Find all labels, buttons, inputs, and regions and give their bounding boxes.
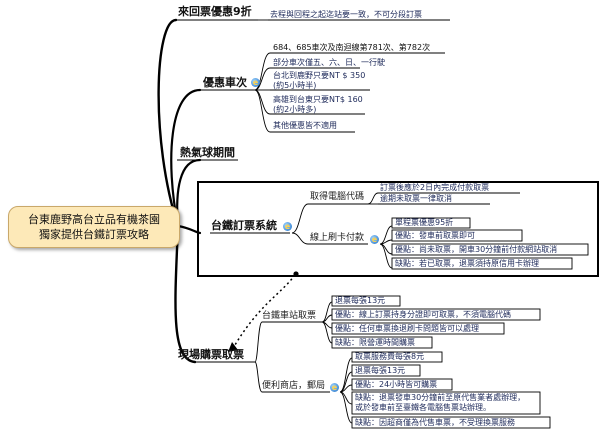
discount-item-3[interactable]: 台北到鹿野只要NT $ 350 [273,71,366,80]
discount-item-4b: (約2小時多) [273,105,317,114]
root-line-2: 獨家提供台鐵訂票攻略 [39,228,149,241]
topic-onsite-purchase[interactable]: 現場購票取票 [178,348,244,361]
booking-frame [197,181,599,277]
agent-note-1[interactable]: 訂票後應於2日內完成付款取票 [380,183,490,192]
agent-code-label[interactable]: 取得電腦代碼 [310,192,365,202]
station-item-2[interactable]: 優點：線上訂票持身分證即可取票，不須電腦代碼 [335,310,511,319]
store-item-1[interactable]: 取票服務費每張8元 [355,352,425,361]
station-item-4[interactable]: 缺點：限營運時間購票 [335,338,415,347]
station-item-1[interactable]: 退票每張13元 [335,296,386,305]
discount-item-5[interactable]: 其他優惠皆不適用 [273,121,337,130]
discount-item-1[interactable]: 684、685車次及南迴線第781次、第782次 [273,43,431,52]
ie-link-icon[interactable]: e [251,78,260,87]
roundtrip-note[interactable]: 去程與回程之起迄站要一致，不可分段訂票 [270,10,422,19]
store-item-5[interactable]: 缺點：因超商僅為代售車票，不受理換票服務 [355,418,515,427]
online-item-3[interactable]: 優點：尚未取票，開車30分鐘前付款網站取消 [395,245,558,254]
topic-discount-trains[interactable]: 優惠車次 [203,76,247,89]
topic-roundtrip[interactable]: 來回票優惠9折 [178,5,252,18]
discount-item-4[interactable]: 高雄到台東只要NT$ 160 [273,95,363,104]
online-item-1[interactable]: 單程票優惠95折 [395,218,454,227]
discount-item-2[interactable]: 部分車次僅五、六、日、一行駛 [273,58,385,67]
root-topic[interactable]: 台東鹿野高台立品有機茶園 獨家提供台鐵訂票攻略 [8,206,180,248]
store-item-4b: 或於發車前至臺鐵各電腦售票站辦理。 [355,403,491,412]
ie-link-icon[interactable]: e [330,383,339,392]
station-item-3[interactable]: 優點：任何車票換退刷卡問題皆可以處理 [335,324,479,333]
station-pickup-label[interactable]: 台鐵車站取票 [262,311,317,321]
topic-balloon-period[interactable]: 熱氣球期間 [180,146,235,159]
online-item-4[interactable]: 缺點：若已取票，退票須持原信用卡辦理 [395,259,539,268]
online-item-2[interactable]: 優點：發車前取票即可 [395,231,475,240]
topic-booking-system[interactable]: 台鐵訂票系統 [211,219,277,232]
ie-link-icon[interactable]: e [283,222,292,231]
online-pay-label[interactable]: 線上刷卡付款 [310,233,365,243]
agent-note-2[interactable]: 逾期未取票一律取消 [380,194,452,203]
store-item-4[interactable]: 缺點：退票發車30分鐘前至原代售業者處辦理， [355,393,526,402]
root-line-1: 台東鹿野高台立品有機茶園 [28,213,160,226]
discount-item-3b: (約5小時半) [273,81,317,90]
store-item-2[interactable]: 退票每張13元 [355,366,406,375]
store-pickup-label[interactable]: 便利商店，郵局 [262,381,326,391]
store-item-3[interactable]: 優點：24小時皆可購票 [355,380,438,389]
ie-link-icon[interactable]: e [370,235,379,244]
